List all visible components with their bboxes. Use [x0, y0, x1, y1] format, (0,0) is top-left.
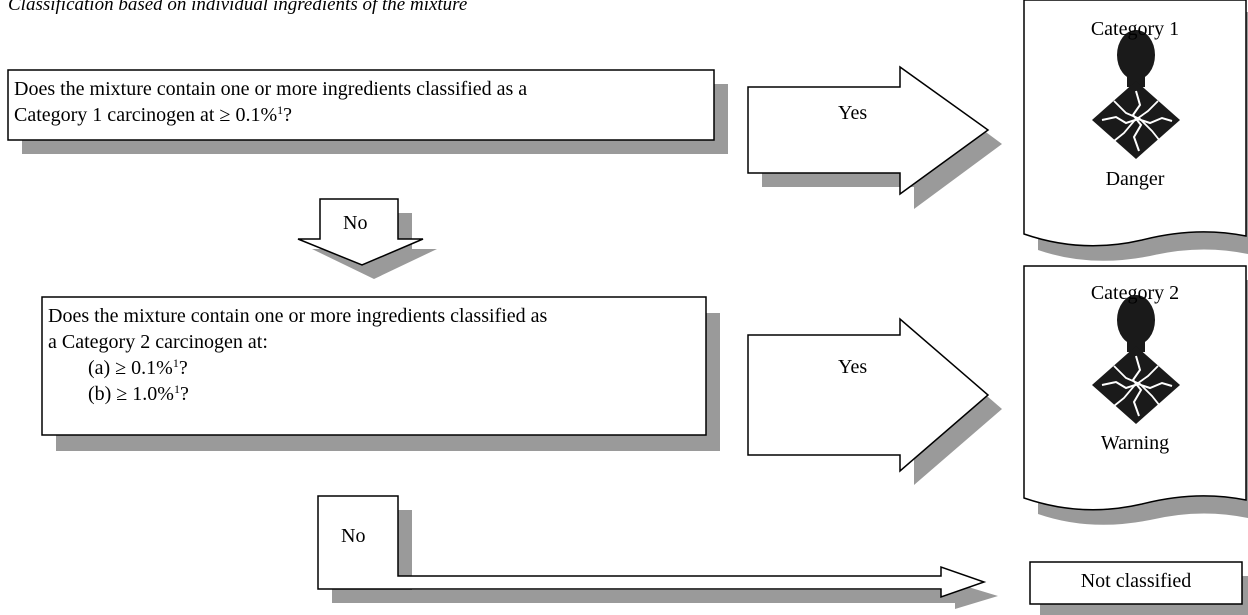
question-2-option-b: (b) ≥ 1.0%1?	[48, 381, 547, 407]
category-1-signal-word: Danger	[1105, 168, 1165, 190]
question-2-box	[41, 296, 707, 436]
category-2-signal-word: Warning	[1100, 432, 1170, 454]
question-2-line-1: Does the mixture contain one or more ing…	[48, 305, 548, 327]
question-2-line-2: a Category 2 carcinogen at:	[48, 331, 268, 353]
not-classified-box	[1029, 561, 1243, 605]
question-mark: ?	[178, 357, 188, 379]
question-1-line-1: Does the mixture contain one or more ing…	[14, 78, 528, 100]
footnote-marker: 1	[173, 382, 180, 396]
question-2-text: Does the mixture contain one or more ing…	[48, 303, 547, 407]
question-1-line-2: Category 1 carcinogen at ≥ 0.1%1?	[14, 102, 527, 128]
yes-arrow-1	[747, 65, 990, 196]
yes-label-2: Yes	[838, 356, 868, 378]
question-2-option-a: (a) ≥ 0.1%1?	[48, 355, 547, 381]
question-1-threshold: Category 1 carcinogen at ≥ 0.1%	[14, 104, 278, 126]
yes-arrow-2	[747, 317, 990, 473]
no-arrow-1	[297, 198, 424, 266]
category-1-title: Category 1	[1090, 18, 1180, 40]
not-classified-label: Not classified	[1080, 570, 1192, 592]
no-label-1: No	[343, 212, 368, 234]
no-arrow-2	[317, 495, 987, 599]
no-label-2: No	[341, 525, 366, 547]
health-hazard-icon	[1092, 295, 1180, 424]
health-hazard-icon	[1092, 30, 1180, 159]
no-arrow-2-shadow	[332, 510, 998, 609]
diagram-heading: Classification based on individual ingre…	[8, 0, 468, 15]
category-2-title: Category 2	[1090, 282, 1180, 304]
option-a-threshold: (a) ≥ 0.1%	[88, 357, 173, 379]
question-mark: ?	[179, 383, 189, 405]
option-b-threshold: (b) ≥ 1.0%	[88, 383, 174, 405]
footnote-marker: 1	[172, 356, 179, 370]
yes-label-1: Yes	[838, 102, 868, 124]
question-mark: ?	[283, 104, 292, 126]
footnote-marker: 1	[277, 103, 284, 117]
question-1-box	[7, 69, 715, 141]
question-1-text: Does the mixture contain one or more ing…	[14, 76, 527, 128]
